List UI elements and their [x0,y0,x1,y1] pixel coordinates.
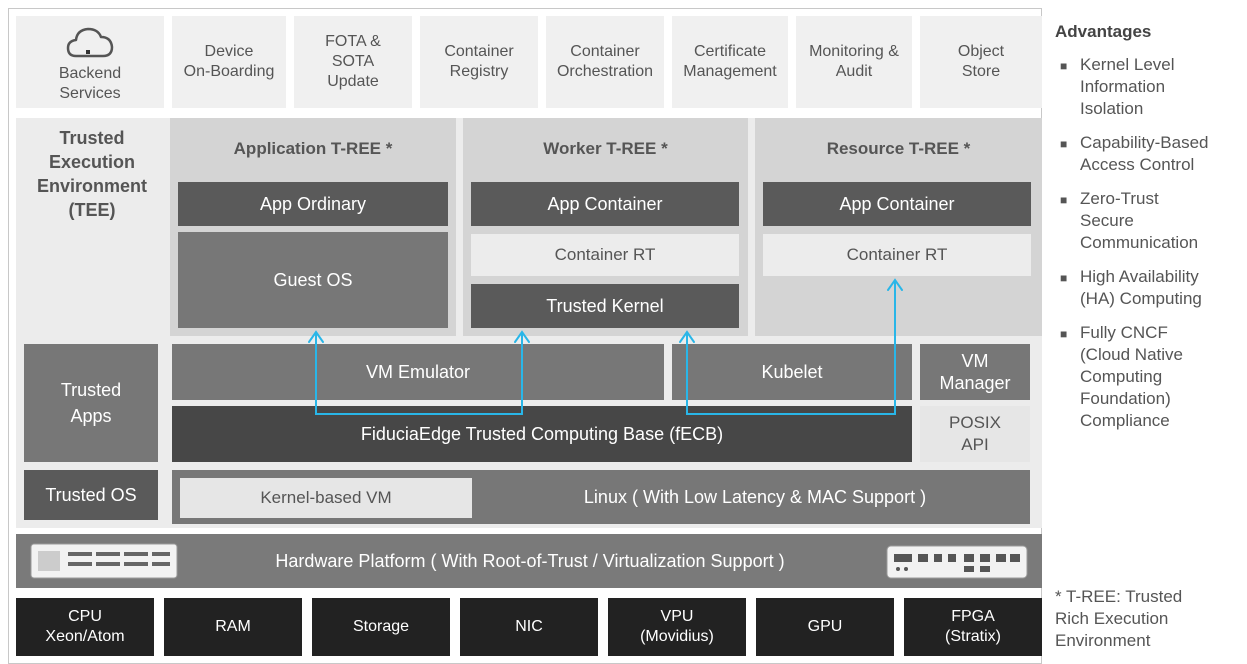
trusted-kernel: Trusted Kernel [471,284,739,328]
resource-container-rt: Container RT [763,234,1031,276]
vm-manager: VM Manager [920,344,1030,400]
worker-container-rt: Container RT [471,234,739,276]
advantage-item: ■ Capability-Based Access Control [1058,132,1247,176]
hardware-platform-label: Hardware Platform ( With Root-of-Trust /… [275,550,785,571]
bullet-icon: ■ [1060,59,1068,73]
advantage-text: Zero-Trust Secure Communication [1080,189,1199,252]
server-rack-icon [30,543,178,579]
backend-services-label: Backend Services [58,65,122,102]
bullet-icon: ■ [1060,137,1068,151]
service-certificate-management: Certificate Management [672,16,788,108]
backend-services-box: Backend Services [16,16,164,108]
advantage-text: Capability-Based Access Control [1080,133,1209,174]
advantage-text: Fully CNCF (Cloud Native Computing Found… [1080,323,1183,430]
service-fota-sota: FOTA & SOTA Update [294,16,412,108]
chip-nic: NIC [460,598,598,656]
application-tree-title: Application T-REE * [233,139,393,158]
chip-fpga: FPGA (Stratix) [904,598,1042,656]
cloud-icon [66,27,114,58]
linux-label: Linux ( With Low Latency & MAC Support ) [583,486,927,507]
service-object-store: Object Store [920,16,1042,108]
chip-cpu: CPU Xeon/Atom [16,598,154,656]
trusted-apps: Trusted Apps [24,344,158,462]
resource-tree [755,118,1042,336]
kubelet: Kubelet [672,344,912,400]
kernel-based-vm: Kernel-based VM [180,478,472,518]
fecb: FiduciaEdge Trusted Computing Base (fECB… [172,406,912,462]
guest-os: Guest OS [178,232,448,328]
worker-tree-title: Worker T-REE * [543,139,668,158]
advantages-title: Advantages [1055,22,1152,41]
advantage-item: ■ High Availability (HA) Computing [1058,266,1247,310]
tee-title: Trusted Execution Environment (TEE) [36,128,147,220]
advantage-text: Kernel Level Information Isolation [1080,55,1175,118]
bullet-icon: ■ [1060,271,1068,285]
chip-storage: Storage [312,598,450,656]
service-device-onboarding: Device On-Boarding [172,16,286,108]
worker-app-container: App Container [471,182,739,226]
trusted-os: Trusted OS [24,470,158,520]
hardware-platform [16,534,1042,588]
posix-api: POSIX API [920,406,1030,462]
service-container-registry: Container Registry [420,16,538,108]
chip-ram: RAM [164,598,302,656]
advantage-item: ■ Zero-Trust Secure Communication [1058,188,1247,254]
edge-device-icon [886,545,1028,579]
advantage-item: ■ Kernel Level Information Isolation [1058,54,1247,120]
arrow-guest-os-worker [315,334,523,415]
vm-emulator: VM Emulator [172,344,664,400]
bullet-icon: ■ [1060,327,1068,341]
service-monitoring-audit: Monitoring & Audit [796,16,912,108]
advantage-item: ■ Fully CNCF (Cloud Native Computing Foun… [1058,322,1247,432]
resource-app-container: App Container [763,182,1031,226]
advantages-list: ■ Kernel Level Information Isolation ■ Cap… [1058,54,1247,444]
footnote: * T-REE: Trusted Rich Execution Environm… [1055,587,1183,650]
arrowhead-trusted-kernel [514,330,530,343]
arrow-kubelet-resource [686,282,896,415]
chip-vpu: VPU (Movidius) [608,598,746,656]
bullet-icon: ■ [1060,193,1068,207]
arrowhead-resource-rt [887,278,903,291]
advantage-text: High Availability (HA) Computing [1080,267,1202,308]
arrowhead-guest-os [308,330,324,343]
chip-gpu: GPU [756,598,894,656]
app-ordinary: App Ordinary [178,182,448,226]
arrowhead-kubelet [679,330,695,343]
service-container-orchestration: Container Orchestration [546,16,664,108]
resource-tree-title: Resource T-REE * [826,139,971,158]
